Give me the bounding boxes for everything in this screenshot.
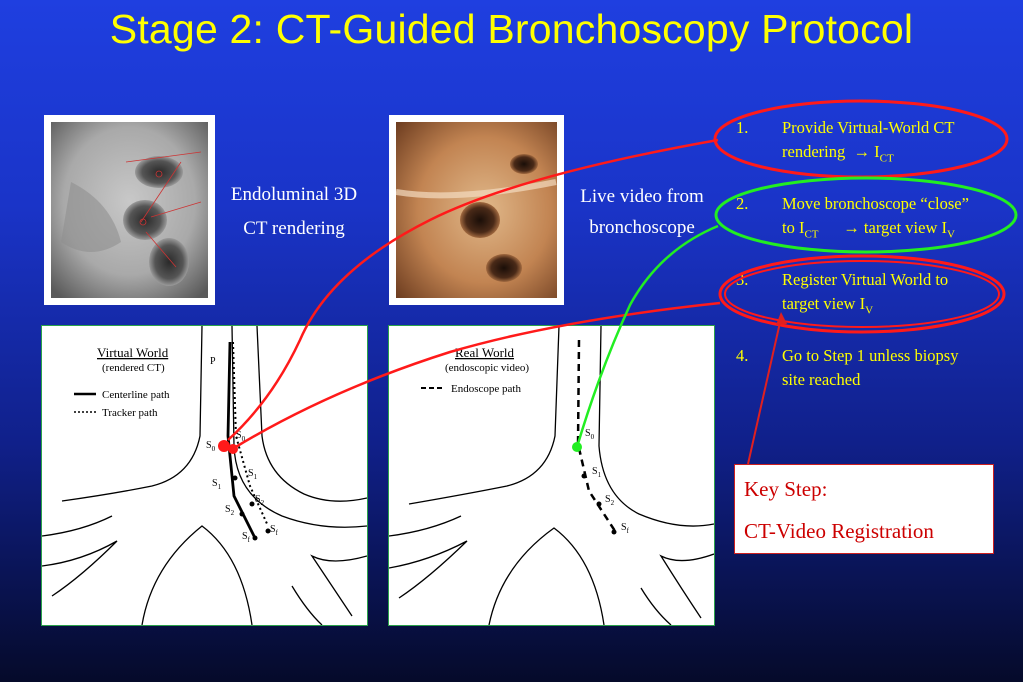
key-step-text: CT-Video Registration: [744, 519, 934, 543]
ct-rendering-graphic: [51, 122, 208, 298]
legend-centerline: Centerline path: [102, 389, 170, 401]
key-step-label: Key Step:: [744, 477, 828, 501]
label-t2: S2: [255, 494, 265, 507]
label-r1: S1: [592, 466, 602, 479]
label-t0: S0: [236, 430, 246, 443]
label-s0: S0: [206, 440, 216, 453]
label-t1: S1: [248, 468, 258, 481]
ct-rendering-image: [44, 115, 215, 305]
label-sf: Sf: [242, 531, 251, 544]
video-caption-line2: bronchoscope: [589, 217, 695, 238]
label-tf: Sf: [270, 524, 279, 537]
bronchoscope-video-image: [389, 115, 564, 305]
label-s2: S2: [225, 504, 235, 517]
slide-title: Stage 2: CT-Guided Bronchoscopy Protocol: [109, 6, 914, 52]
arrow-icon: →: [843, 218, 860, 237]
label-s1: S1: [212, 478, 222, 491]
legend-endoscope: Endoscope path: [451, 383, 521, 395]
virtual-world-diagram: Virtual World (rendered CT) Centerline p…: [41, 325, 368, 626]
key-step-arrow: [747, 317, 782, 465]
arrow-icon: →: [853, 142, 870, 161]
virtual-world-airway-graphic: Virtual World (rendered CT) Centerline p…: [42, 326, 367, 625]
label-r2: S2: [605, 494, 615, 507]
video-caption-line1: Live video from: [580, 186, 704, 207]
bronchoscope-video-graphic: [396, 122, 557, 298]
virtual-world-subtitle: (rendered CT): [102, 362, 165, 374]
real-world-diagram: Real World (endoscopic video) Endoscope …: [388, 325, 715, 626]
key-step-box: Key Step: CT-Video Registration: [734, 464, 994, 554]
label-p: P: [210, 356, 216, 367]
label-rf: Sf: [621, 522, 630, 535]
legend-tracker: Tracker path: [102, 407, 158, 419]
label-r0: S0: [585, 428, 595, 441]
ct-caption-line2: CT rendering: [243, 218, 345, 239]
virtual-world-title: Virtual World: [97, 345, 169, 360]
real-world-title: Real World: [455, 345, 515, 360]
real-world-subtitle: (endoscopic video): [445, 362, 529, 374]
real-world-airway-graphic: Real World (endoscopic video) Endoscope …: [389, 326, 714, 625]
ct-caption-line1: Endoluminal 3D: [230, 184, 358, 205]
